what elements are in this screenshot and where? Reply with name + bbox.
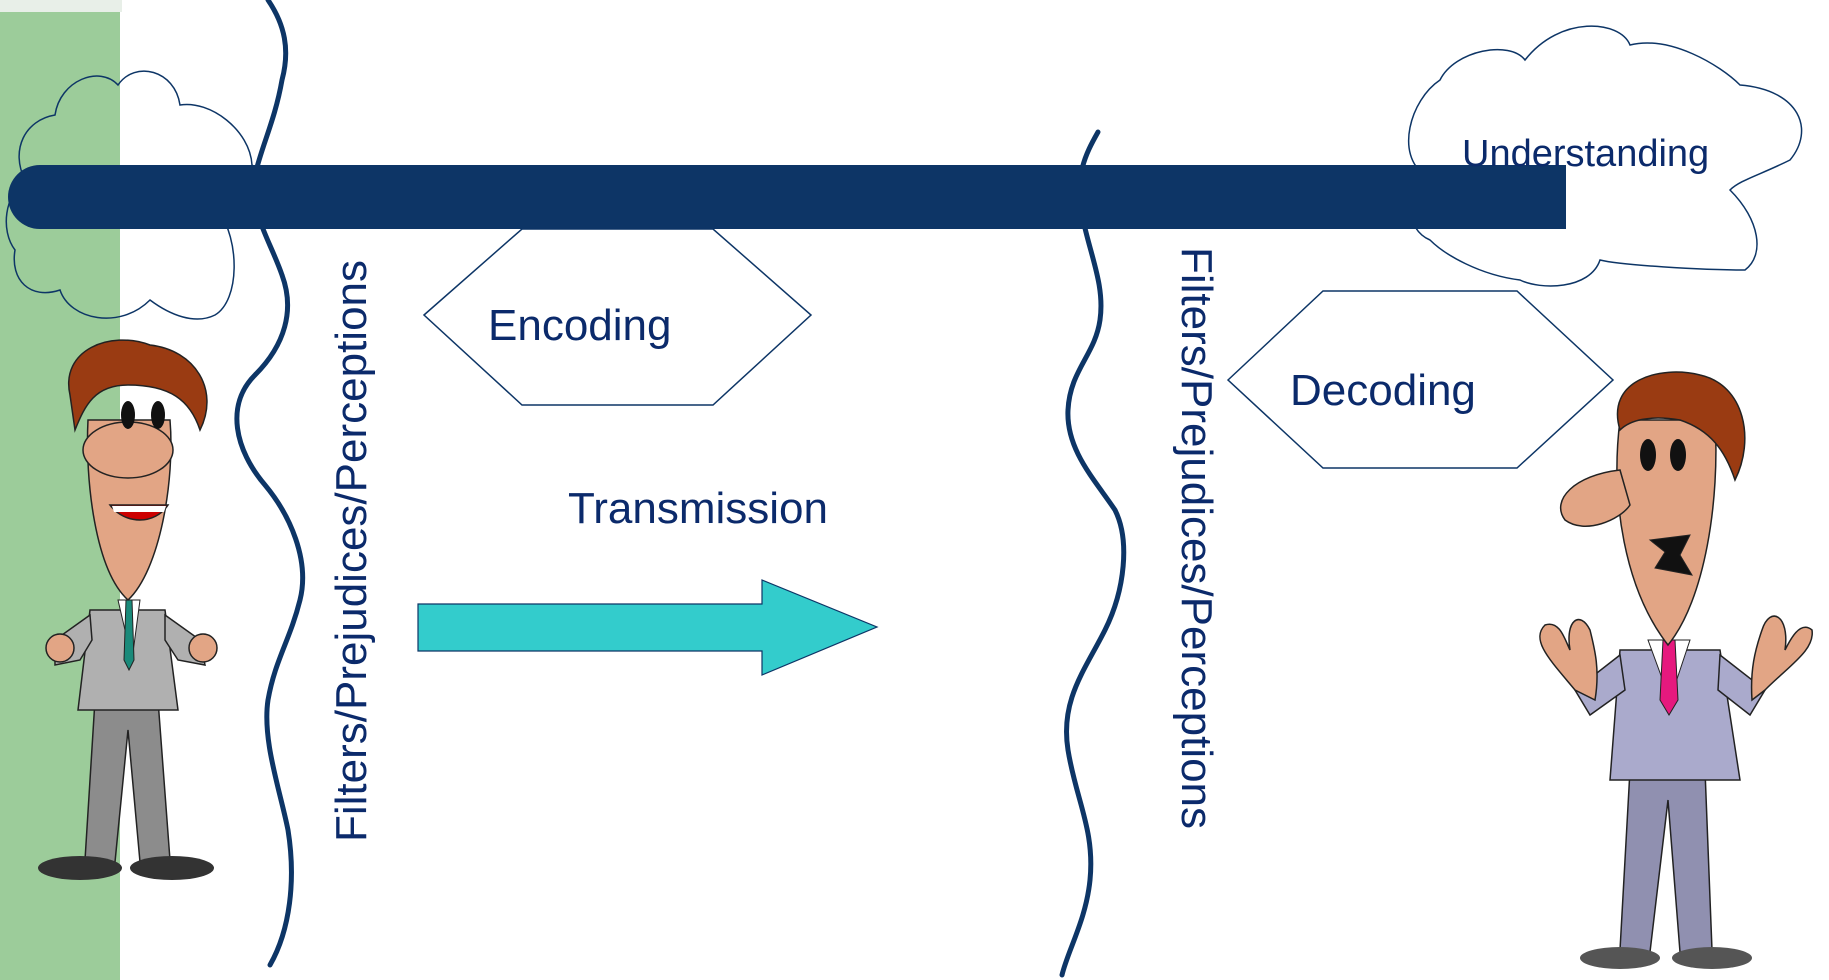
thought-cloud-left-icon bbox=[5, 70, 259, 320]
filters-right-label: Filters/Prejudices/Perceptions bbox=[1172, 247, 1221, 829]
transmission-arrow bbox=[417, 579, 879, 676]
encoding-label: Encoding bbox=[488, 301, 671, 350]
decoding-label: Decoding bbox=[1290, 366, 1476, 415]
transmission-label: Transmission bbox=[568, 484, 828, 533]
right-filter-boundary-line bbox=[1059, 129, 1127, 978]
header-bar-right-end bbox=[1520, 165, 1566, 229]
understanding-label: Understanding bbox=[1462, 133, 1709, 175]
filters-left-label: Filters/Prejudices/Perceptions bbox=[327, 260, 376, 842]
left-filter-boundary-line bbox=[234, 0, 306, 968]
sender-person-icon bbox=[38, 339, 218, 880]
encoding-hexagon bbox=[422, 228, 813, 406]
top-left-tab bbox=[0, 0, 122, 12]
receiver-person-icon bbox=[1539, 371, 1813, 969]
thought-cloud-right-icon bbox=[1408, 25, 1803, 287]
header-bar bbox=[8, 165, 1566, 229]
decoding-hexagon bbox=[1226, 290, 1615, 469]
